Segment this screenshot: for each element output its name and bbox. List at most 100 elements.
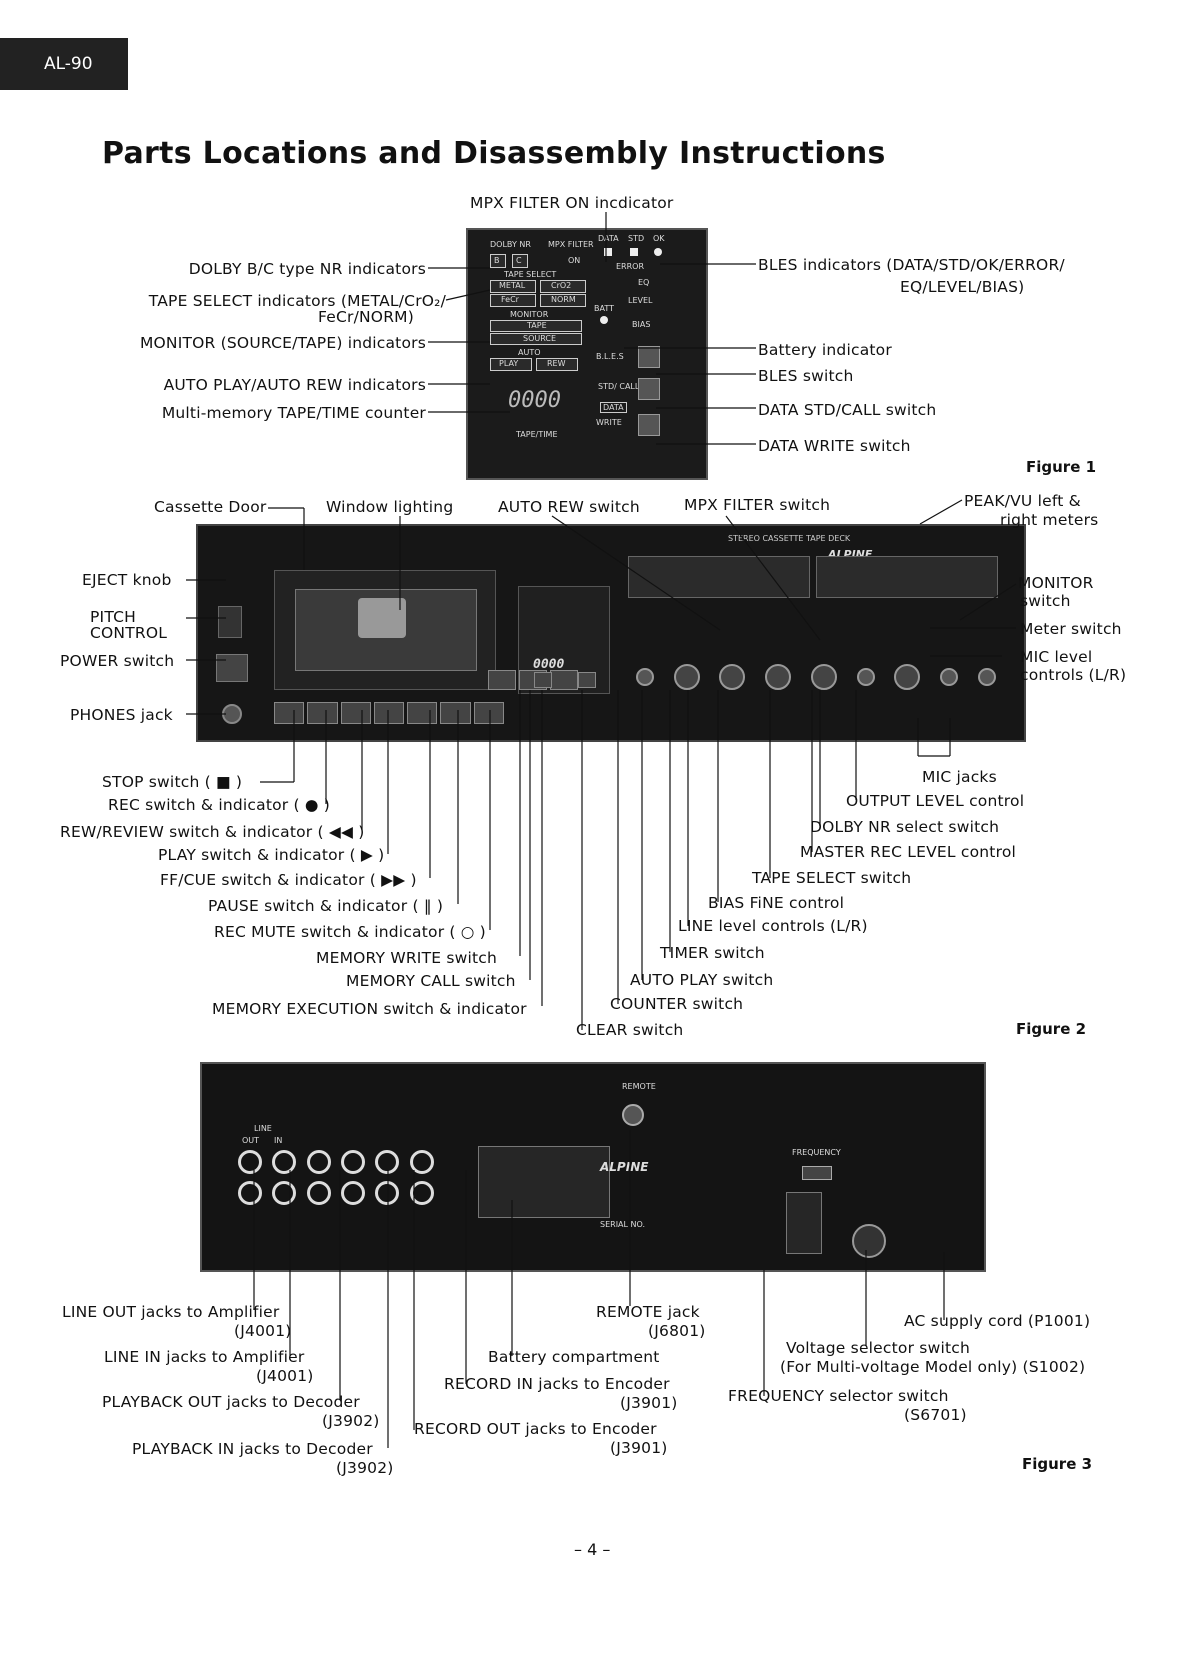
page-title: Parts Locations and Disassembly Instruct… <box>102 136 886 171</box>
memory-write-button[interactable] <box>488 670 516 690</box>
playback-in-jacks-label: PLAYBACK IN jacks to Decoder <box>132 1440 373 1458</box>
pause-switch-label: PAUSE switch & indicator ( ‖ ) <box>208 897 444 915</box>
transport-buttons <box>274 702 504 724</box>
rear-brand-logo: ALPINE <box>600 1160 649 1174</box>
remote-jack-label: REMOTE jack <box>596 1303 700 1321</box>
rear-jack-grid <box>238 1150 438 1206</box>
master-rec-level-knob[interactable] <box>810 664 837 690</box>
line-in-jack-r[interactable] <box>272 1181 297 1205</box>
voltage-selector-switch[interactable] <box>786 1192 822 1254</box>
bles-switch-button[interactable] <box>638 346 660 368</box>
monitor-indicators-label: MONITOR (SOURCE/TAPE) indicators <box>139 334 426 352</box>
mic-jack-right[interactable] <box>978 668 996 686</box>
counter-switch-label: COUNTER switch <box>610 995 744 1013</box>
power-switch-button[interactable] <box>216 654 248 682</box>
frequency-selector-label: FREQUENCY selector switch <box>728 1387 949 1405</box>
dolby-nr-select-switch[interactable] <box>856 668 875 686</box>
mic-jack-left[interactable] <box>940 668 959 686</box>
meter-switch-label: Meter switch <box>1020 620 1122 638</box>
playback-out-jack-r[interactable] <box>306 1181 331 1205</box>
line-in-jack-l[interactable] <box>272 1150 297 1174</box>
window-lighting <box>358 598 406 638</box>
figure1-caption: Figure 1 <box>1026 458 1097 476</box>
battery-compartment[interactable] <box>478 1146 610 1218</box>
record-in-jack-r[interactable] <box>409 1181 434 1205</box>
bles-indicators-label: BLES indicators (DATA/STD/OK/ERROR/ <box>758 256 1065 274</box>
ac-supply-cord-label: AC supply cord (P1001) <box>904 1312 1091 1330</box>
battery-led <box>600 316 608 324</box>
line-out-jack-r[interactable] <box>238 1181 262 1205</box>
pitch-control-knob[interactable] <box>218 606 242 638</box>
tape-select-knob[interactable] <box>765 664 792 690</box>
playback-in-jack-l[interactable] <box>341 1150 365 1174</box>
bias-fine-knob[interactable] <box>719 664 746 690</box>
line-in-jacks-label-2: (J4001) <box>256 1367 314 1385</box>
battery-compartment-label: Battery compartment <box>488 1348 660 1366</box>
fecr-indicator: FeCr <box>490 294 536 307</box>
data-std-call-button[interactable] <box>638 378 660 400</box>
memory-execution-switch-label: MEMORY EXECUTION switch & indicator <box>212 1000 527 1018</box>
monitor-switch-label-2: switch <box>1020 592 1071 610</box>
page-number: – 4 – <box>574 1540 611 1559</box>
play-button[interactable] <box>373 702 405 724</box>
tape-time-counter-display: 0000 <box>508 388 561 413</box>
pause-button[interactable] <box>440 702 471 724</box>
line-in-jacks-label: LINE IN jacks to Amplifier <box>104 1348 305 1366</box>
record-in-jack-l[interactable] <box>409 1150 434 1174</box>
write-text: WRITE <box>596 418 622 427</box>
mic-level-label: MIC level <box>1020 648 1093 666</box>
playback-in-jack-r[interactable] <box>341 1181 365 1205</box>
power-switch-label: POWER switch <box>60 652 175 670</box>
frequency-selector-label-2: (S6701) <box>904 1406 967 1424</box>
counter-button[interactable] <box>578 672 596 688</box>
line-out-jacks-label: LINE OUT jacks to Amplifier <box>62 1303 280 1321</box>
timer-switch[interactable] <box>635 668 654 686</box>
line-level-controls-label: LINE level controls (L/R) <box>678 917 868 935</box>
memory-write-switch-label: MEMORY WRITE switch <box>316 949 498 967</box>
line-out-jacks-label-2: (J4001) <box>234 1322 292 1340</box>
tape-select-indicators-label-2: FeCr/NORM) <box>317 308 414 326</box>
monitor-switch-label: MONITOR <box>1018 574 1094 592</box>
peak-vu-right-meter <box>816 556 998 598</box>
output-level-control-label: OUTPUT LEVEL control <box>846 792 1025 810</box>
line-out-jack-l[interactable] <box>238 1150 262 1174</box>
line-level-knob[interactable] <box>673 664 700 690</box>
record-out-jack-l[interactable] <box>375 1150 400 1174</box>
rec-mute-button[interactable] <box>473 702 504 724</box>
cassette-window <box>295 589 477 671</box>
bles-bias-text: BIAS <box>632 320 651 329</box>
panel-monitor-text: MONITOR <box>510 310 549 319</box>
front-counter-display: 0000 <box>533 657 565 672</box>
pitch-control-label-2: CONTROL <box>90 624 168 642</box>
bles-switch-label: BLES switch <box>758 367 854 385</box>
rew-review-switch-label: REW/REVIEW switch & indicator ( ◀◀ ) <box>60 823 365 841</box>
metal-indicator: METAL <box>490 280 536 293</box>
bles-data-led <box>604 248 612 256</box>
playback-in-jacks-label-2: (J3902) <box>336 1459 394 1477</box>
stop-button[interactable] <box>274 702 305 724</box>
stereo-cassette-text: STEREO CASSETTE TAPE DECK <box>728 534 851 543</box>
playback-out-jack-l[interactable] <box>306 1150 331 1174</box>
cassette-door[interactable] <box>274 570 496 690</box>
mpx-filter-switch-label: MPX FILTER switch <box>684 496 831 514</box>
clear-button[interactable] <box>534 672 552 688</box>
dolby-nr-indicators-label: DOLBY B/C type NR indicators <box>188 260 426 278</box>
data-write-button[interactable] <box>638 414 660 436</box>
rear-frequency-text: FREQUENCY <box>792 1148 841 1157</box>
record-out-jack-r[interactable] <box>375 1181 400 1205</box>
record-in-jacks-label: RECORD IN jacks to Encoder <box>444 1375 670 1393</box>
output-level-knob[interactable] <box>894 664 921 690</box>
rec-button[interactable] <box>307 702 338 724</box>
model-badge: AL-90 <box>0 38 128 90</box>
remote-jack[interactable] <box>622 1104 644 1126</box>
rec-mute-switch-label: REC MUTE switch & indicator ( ○ ) <box>214 923 486 941</box>
eject-knob-label: EJECT knob <box>82 571 172 589</box>
rew-review-button[interactable] <box>340 702 371 724</box>
rec-switch-label: REC switch & indicator ( ● ) <box>108 796 330 814</box>
mpx-on-text: ON <box>568 256 581 265</box>
record-out-jacks-label-2: (J3901) <box>610 1439 668 1457</box>
ff-cue-switch-label: FF/CUE switch & indicator ( ▶▶ ) <box>160 871 417 889</box>
rear-in-text: IN <box>274 1136 283 1145</box>
frequency-selector-switch[interactable] <box>802 1166 832 1180</box>
